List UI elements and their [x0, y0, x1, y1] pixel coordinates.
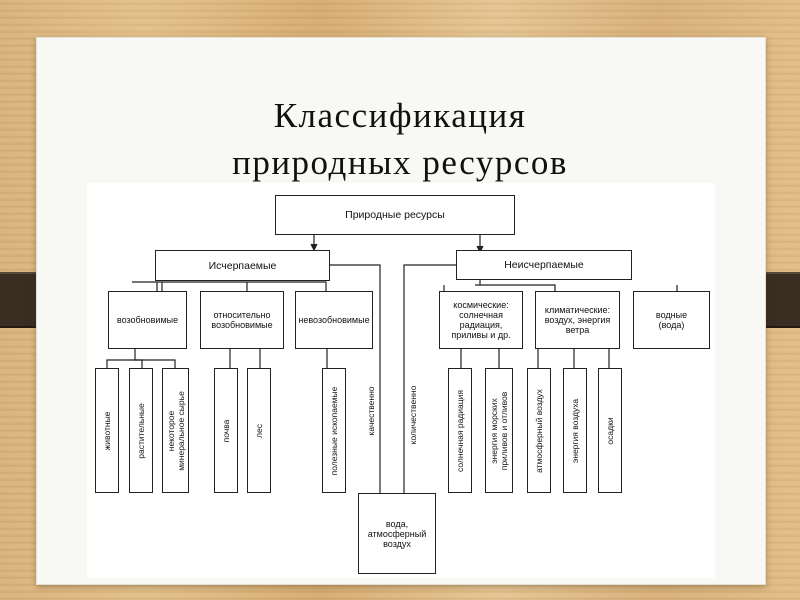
node-water-label1: водные	[655, 310, 688, 320]
leaf-mineral-label1: некоторое	[165, 410, 176, 451]
leaf-forest: лес	[247, 368, 271, 493]
leaf-mineral: некоторое минеральное сырье	[162, 368, 189, 493]
leaf-air-energy-label: энергия воздуха	[570, 398, 580, 463]
node-water-air-label2: атмосферный	[367, 528, 427, 539]
node-cosmic: космические: солнечная радиация, приливы…	[439, 291, 523, 349]
node-cosmic-label2: солнечная	[459, 310, 503, 320]
leaf-mineral-label: некоторое минеральное сырье	[166, 391, 186, 471]
leaf-precipitation-label: осадки	[605, 416, 615, 445]
node-renewable: возобновимые	[108, 291, 187, 349]
node-water: водные (вода)	[633, 291, 710, 349]
node-cosmic-label4: приливы и др.	[451, 330, 511, 340]
node-nonrenewable: невозобновимые	[295, 291, 373, 349]
slide-title-line1: Классификация	[273, 96, 527, 135]
node-water-air: вода, атмосферный воздух	[358, 493, 436, 574]
leaf-solar-radiation-label: солнечная радиация	[455, 389, 465, 472]
leaf-precipitation: осадки	[598, 368, 622, 493]
leaf-animal: животные	[95, 368, 119, 493]
node-exhaustible-label: Исчерпаемые	[208, 259, 277, 272]
node-relatively-renewable-label2: возобновимые	[211, 320, 273, 330]
slide-title-line2: природных ресурсов	[232, 143, 568, 182]
leaf-mineral-label2: минеральное сырье	[175, 390, 186, 471]
node-inexhaustible: Неисчерпаемые	[456, 250, 632, 280]
classification-diagram: Природные ресурсы Исчерпаемые Неисчерпае…	[87, 183, 715, 578]
node-climatic-label3: ветра	[565, 325, 590, 335]
leaf-soil-label: почва	[221, 419, 231, 442]
connector-lines	[106, 235, 678, 493]
leaf-tidal-energy-label: энергия морских приливов и отливов	[489, 391, 509, 470]
leaf-atmospheric-air-label: атмосферный воздух	[534, 388, 544, 473]
node-climatic: климатические: воздух, энергия ветра	[535, 291, 620, 349]
node-water-label2: (вода)	[658, 320, 685, 330]
label-qualitative: качественно	[366, 386, 376, 436]
node-relatively-renewable: относительно возобновимые	[200, 291, 284, 349]
leaf-animal-label: животные	[102, 411, 112, 450]
node-inexhaustible-label: Неисчерпаемые	[504, 259, 584, 271]
node-cosmic-label3: радиация,	[459, 320, 503, 330]
leaf-tidal-energy: энергия морских приливов и отливов	[485, 368, 513, 493]
leaf-tidal-energy-label1: энергия морских	[489, 397, 499, 464]
leaf-fossils-label: полезные ископаемые	[329, 386, 339, 475]
leaf-atmospheric-air: атмосферный воздух	[527, 368, 551, 493]
node-relatively-renewable-label1: относительно	[213, 310, 271, 320]
leaf-tidal-energy-label2: приливов и отливов	[499, 391, 509, 470]
node-natural-resources-label: Природные ресурсы	[345, 209, 445, 221]
node-water-air-label3: воздух	[383, 538, 411, 549]
node-climatic-label2: воздух, энергия	[544, 315, 611, 325]
node-cosmic-label1: космические:	[453, 300, 509, 310]
label-quantitative: количественно	[408, 385, 418, 445]
node-water-air-label1: вода,	[385, 518, 409, 529]
leaf-plant: растительные	[129, 368, 153, 493]
slide-title: Классификация природных ресурсов	[36, 92, 764, 186]
leaf-forest-label: лес	[254, 423, 264, 438]
leaf-soil: почва	[214, 368, 238, 493]
node-exhaustible: Исчерпаемые	[155, 250, 330, 281]
node-renewable-label: возобновимые	[116, 315, 179, 325]
node-natural-resources: Природные ресурсы	[275, 195, 515, 235]
leaf-fossils: полезные ископаемые	[322, 368, 346, 493]
leaf-air-energy: энергия воздуха	[563, 368, 587, 493]
leaf-solar-radiation: солнечная радиация	[448, 368, 472, 493]
node-nonrenewable-label: невозобновимые	[298, 315, 370, 325]
node-climatic-label1: климатические:	[544, 305, 611, 315]
leaf-plant-label: растительные	[136, 402, 146, 459]
